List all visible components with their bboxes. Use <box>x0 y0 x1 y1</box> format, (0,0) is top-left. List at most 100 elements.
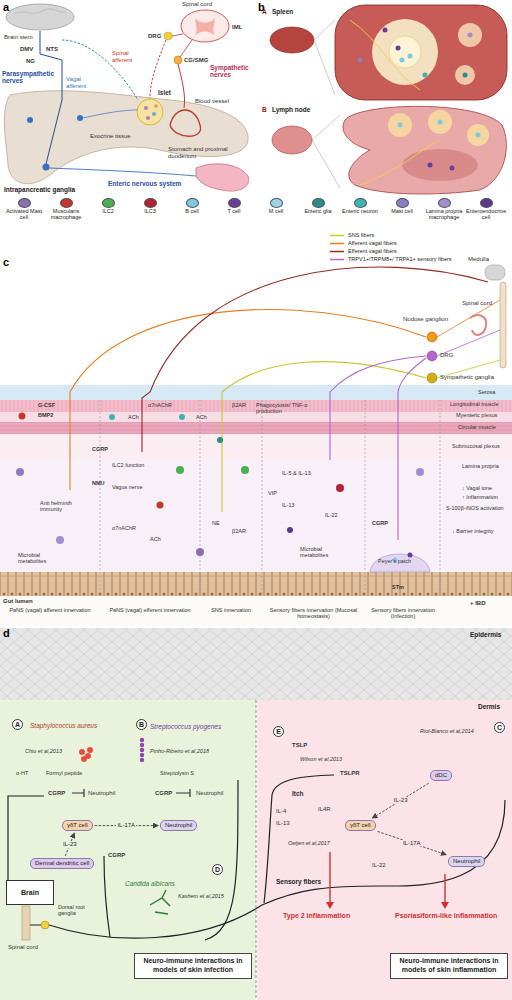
panel-c-art-part <box>70 309 426 490</box>
panel-c-art-part <box>196 548 204 556</box>
panel-b-art-part <box>402 149 478 181</box>
panel-c-art <box>0 265 512 626</box>
label-text: Chiu et al,2013 <box>25 748 62 754</box>
label-text: NE <box>212 520 220 526</box>
panel-a-art-part <box>146 116 150 120</box>
node-text: Neutrophil <box>165 822 192 829</box>
panel-a-art-part <box>195 18 215 36</box>
panel-b-art-part <box>335 5 507 100</box>
label-text: Epidermis <box>470 631 501 638</box>
label-text: ACh <box>128 414 139 420</box>
legend-text: Lamina propria macrophage <box>424 208 464 221</box>
label-text: Sensory fibers innervation (Infection) <box>367 607 439 620</box>
label-text: ↑ Inflammation <box>462 494 498 500</box>
label-text: CGRP <box>48 790 65 797</box>
node-text: Dermal dendritic cell <box>35 860 89 867</box>
cell-label: Neutrophil <box>160 820 197 831</box>
panel-c-art-part <box>330 356 426 460</box>
panel-b-art-part <box>408 54 413 59</box>
panel-c-art-part <box>0 460 512 572</box>
node-text: γδT cell <box>350 822 371 829</box>
label-text: Staphylococcus aureus <box>30 722 97 729</box>
label-text: Brain stem <box>4 34 33 41</box>
edge-label: IL-17A <box>402 840 422 847</box>
cell-label: Neutrophil <box>448 856 485 867</box>
label-text: NG <box>26 58 35 65</box>
panel-a-art-part <box>49 168 196 176</box>
label-text: Parasympathetic nerves <box>2 70 57 85</box>
letter-circle: A <box>12 719 23 730</box>
panel-d-art-part <box>81 756 87 762</box>
legend-text: Afferent vagal fibers <box>348 240 397 246</box>
legend-swatch <box>18 198 31 208</box>
label-text: α-HT <box>16 770 28 776</box>
panel-a-art-part <box>144 106 148 110</box>
label-text: ↓ Barrier integrity <box>452 528 494 534</box>
panel-a-art-part <box>14 9 66 14</box>
label-text: β2AR <box>232 528 246 534</box>
label-text: Circular muscle <box>458 424 496 430</box>
label-text: Submucosal plexus <box>452 443 500 449</box>
legend-swatch <box>60 198 73 208</box>
panel-a-art-part <box>170 110 201 136</box>
legend-swatch <box>186 198 199 208</box>
panel-d-art-part <box>257 700 512 1000</box>
label-text: IL-13 <box>276 820 290 827</box>
panel-b-art-part <box>396 46 401 51</box>
panel-b-art-part <box>468 33 473 38</box>
panel-b-art <box>270 5 507 194</box>
label-text: Vagus nerve <box>112 484 142 490</box>
label-text: IML <box>232 24 242 31</box>
label-text: Spinal cord <box>182 1 212 8</box>
label-text: IL-13 <box>282 502 295 508</box>
panel-c-art-part <box>0 385 512 400</box>
panel-b-art-part <box>398 123 403 128</box>
label-text: Vagal afferent <box>66 76 101 90</box>
panel-d-art-part <box>87 747 93 753</box>
legend-swatch <box>480 198 493 208</box>
panel-b-art-part <box>458 23 482 47</box>
label-text: Microbial metabolites <box>18 552 58 565</box>
panel-d-art-part <box>0 628 512 700</box>
panel-b-art-part <box>358 58 363 63</box>
panel-a-art <box>4 4 248 191</box>
panel-c-art-part <box>19 413 26 420</box>
node-text: dDC <box>435 772 447 779</box>
legend-text: TRPV1+/TRPM8+/ TRPA1+ sensory fibers <box>348 256 452 262</box>
label-text: IL-22 <box>325 512 338 518</box>
panel-c-art-part <box>222 362 426 512</box>
label-text: Sympathetic nerves <box>210 64 255 79</box>
panel-c-art-part <box>0 434 512 460</box>
label-text: CGRP <box>108 852 125 859</box>
label-text: VIP <box>268 490 277 496</box>
panel-d-art-part <box>79 749 85 755</box>
panel-c-art-part <box>16 468 24 476</box>
panel-b-art-part <box>476 133 481 138</box>
legend-text: Efferent vagal fibers <box>348 248 397 254</box>
panel-d-art-part <box>444 874 445 903</box>
panel-a-art-part <box>27 117 33 123</box>
label-text: Pinho-Ribeiro et al,2018 <box>150 748 209 754</box>
legend-swatch <box>312 198 325 208</box>
legend-text: Mast cell <box>382 208 422 214</box>
node-text: C <box>497 724 502 731</box>
panel-c-art-part <box>241 466 249 474</box>
caption-box: Neuro-immune interactions in models of s… <box>390 953 508 979</box>
panel-a-art-part <box>40 31 62 164</box>
label-text: Riol-Blanco et al,2014 <box>420 728 474 734</box>
panel-c-art-part-part <box>440 400 441 596</box>
panel-d-art-part-part <box>205 780 238 940</box>
label-text: NMU <box>92 480 105 486</box>
panel-d-art-part-part <box>264 775 334 903</box>
panel-c-art-part <box>287 527 293 533</box>
panel-c-art-part <box>427 332 437 342</box>
label-text: Medulla <box>468 256 489 263</box>
panel-b-art-part <box>314 20 335 40</box>
panel-d-art <box>0 628 512 1000</box>
panel-a-art-part <box>164 32 172 40</box>
letter-circle: C <box>494 722 505 733</box>
panel-b-art-part <box>388 113 412 137</box>
panel-c-art-part <box>427 351 437 361</box>
panel-a-art-part <box>180 40 192 57</box>
